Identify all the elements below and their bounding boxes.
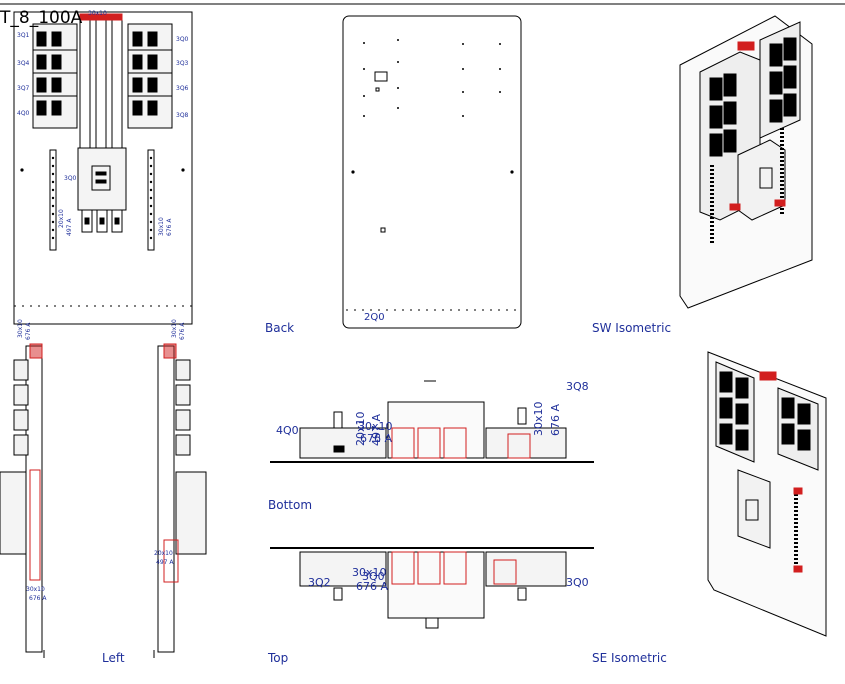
front-busbars	[79, 13, 123, 149]
view-label-top: Top	[268, 651, 289, 665]
top-tag-q-right: 3Q0	[566, 576, 589, 589]
front-tag-row4-left: 4Q0	[17, 110, 30, 117]
sw-isometric-view	[679, 15, 813, 309]
front-breakers-left	[32, 23, 78, 129]
front-tag-row3-left: 3Q7	[17, 85, 30, 92]
front-tag-right-bus-amp: 676 A	[166, 218, 173, 236]
se-isometric-view	[707, 351, 827, 637]
top-tag-q-mid: 3Q0	[362, 570, 385, 583]
view-label-back: Back	[265, 321, 295, 335]
front-tag-row1-left: 3Q1	[17, 32, 30, 39]
left-tag-top-amp: 676 A	[25, 322, 32, 340]
front-breakers-right	[127, 23, 173, 129]
front-tag-row2-right: 3Q3	[176, 60, 189, 67]
left-tag-bottom-size: 30x10	[26, 586, 45, 593]
front-tag-row1-right: 3Q0	[176, 36, 189, 43]
bottom-tag-q-left: 4Q0	[276, 424, 299, 437]
left-tag-mid-amp: 497 A	[156, 559, 174, 566]
front-tag-row4-right: 3Q8	[176, 112, 189, 119]
front-tag-right-bus-size: 30x10	[158, 217, 165, 236]
view-label-sw-isometric: SW Isometric	[592, 321, 672, 335]
front-tag-main-breaker: 3Q0	[64, 175, 77, 182]
back-panel-outline	[342, 15, 522, 329]
front-terminal-right	[147, 149, 155, 251]
bottom-tag-bus-c-amp: 676 A	[549, 403, 562, 436]
top-tag-q-left: 3Q2	[308, 576, 331, 589]
top-tag-bus-size: 30x10	[352, 566, 387, 579]
front-terminal-left	[49, 149, 57, 251]
front-tag-left-bus-size: 20x10	[58, 209, 65, 228]
bottom-tag-bus-b-size: 30x10	[358, 420, 393, 433]
top-view	[270, 547, 594, 629]
left-tag-bottom-amp: 676 A	[29, 595, 47, 602]
left-tag-top2-amp: 676 A	[179, 322, 186, 340]
view-label-bottom: Bottom	[268, 498, 313, 512]
front-tag-top-bus: 30x10	[88, 10, 107, 17]
bottom-view	[270, 380, 594, 463]
view-label-se-isometric: SE Isometric	[592, 651, 667, 665]
left-tag-top2-size: 30x10	[171, 319, 178, 338]
back-view	[342, 15, 522, 329]
left-tag-top-size: 30x10	[17, 319, 24, 338]
left-view	[0, 343, 207, 658]
top-tag-bus-amp: 676 A	[356, 580, 389, 593]
top-border	[0, 0, 845, 12]
front-tag-row3-right: 3Q6	[176, 85, 189, 92]
front-view	[13, 11, 193, 325]
back-tag: 2Q0	[364, 312, 385, 323]
front-tag-row2-left: 3Q4	[17, 60, 30, 67]
front-tag-left-bus-amp: 497 A	[66, 218, 73, 236]
front-main-breaker	[77, 147, 127, 233]
bottom-tag-q-right: 3Q8	[566, 380, 589, 393]
bottom-tag-bus-c-size: 30x10	[532, 401, 545, 436]
drawing-title: T_8_100A	[0, 8, 83, 28]
front-panel-outline	[13, 11, 193, 325]
view-label-left: Left	[102, 651, 125, 665]
left-tag-mid-size: 20x10	[154, 550, 173, 557]
bottom-tag-bus-b-amp: 676 A	[360, 432, 393, 445]
